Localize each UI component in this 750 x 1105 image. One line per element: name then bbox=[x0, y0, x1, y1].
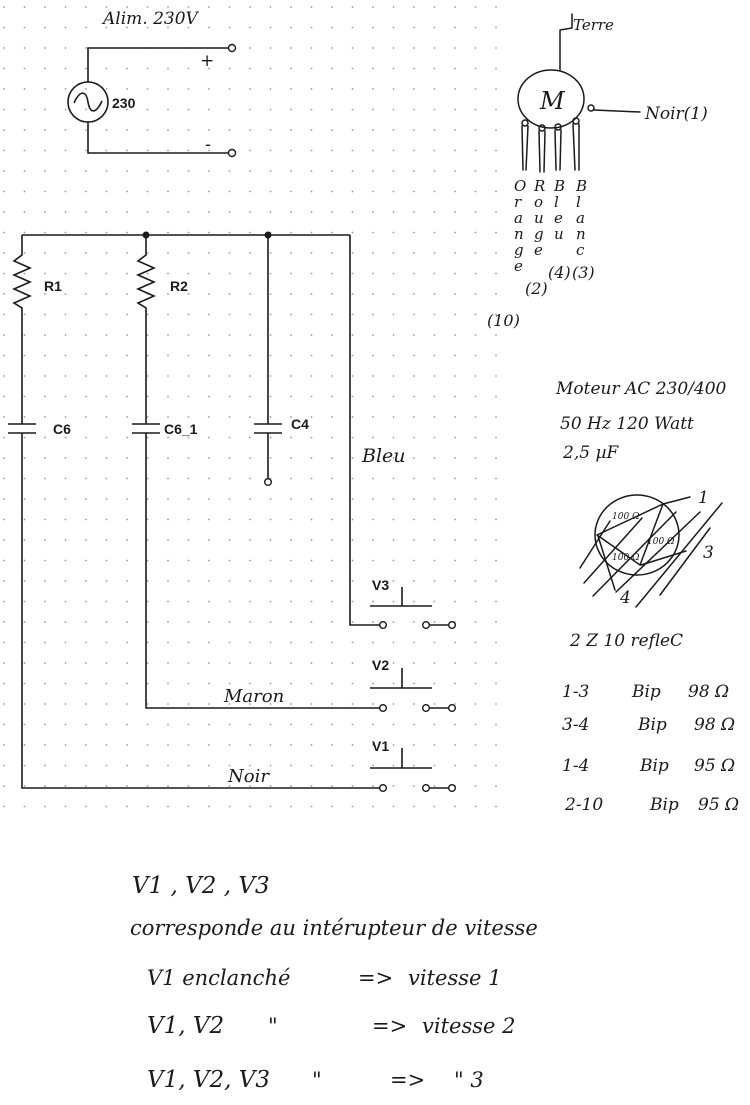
switch-v3[interactable]: V3 bbox=[370, 577, 457, 630]
wire-column-letter: e bbox=[534, 241, 543, 259]
wire-column-letter: l bbox=[576, 193, 581, 211]
measure-4-pair: 2-10 bbox=[564, 795, 603, 815]
note-switch-list: V1 , V2 , V3 bbox=[132, 873, 270, 899]
measure-4-result: Bip bbox=[649, 795, 679, 815]
measure-3-pair: 1-4 bbox=[562, 756, 589, 776]
measurements-table: 1-3 Bip 98 Ω 3-4 Bip 98 Ω 1-4 Bip 95 Ω 2… bbox=[562, 682, 739, 815]
measure-1-value: 98 Ω bbox=[688, 682, 729, 702]
earth-label: Terre bbox=[573, 16, 614, 34]
winding-res-2: 100 Ω bbox=[647, 537, 675, 547]
plus-terminal[interactable] bbox=[227, 43, 237, 53]
wire-column-number: (4) bbox=[548, 263, 571, 282]
note-row-2-ditto: " bbox=[268, 1014, 278, 1038]
wire-column-letter: B bbox=[575, 177, 587, 195]
note-row-1-result: vitesse 1 bbox=[408, 966, 501, 990]
minus-label: - bbox=[205, 134, 211, 155]
wire-column-letter: a bbox=[576, 209, 585, 227]
note-row-3-ditto: " bbox=[312, 1068, 322, 1092]
label-c6: C6 bbox=[53, 421, 71, 437]
winding-terminal-4: 4 bbox=[619, 588, 631, 608]
winding-sketch: 100 Ω 100 Ω 100 Ω 1 3 4 2 Z 10 refleC bbox=[569, 488, 723, 651]
source-value: 230 bbox=[112, 95, 136, 111]
measure-1-pair: 1-3 bbox=[562, 682, 589, 702]
switch-v2[interactable]: V2 bbox=[370, 657, 457, 713]
wire-column-letter: g bbox=[534, 225, 544, 243]
note-row-2-result: vitesse 2 bbox=[422, 1014, 515, 1038]
noir-1-label: Noir(1) bbox=[644, 104, 708, 124]
note-row-2-condition: V1, V2 bbox=[147, 1013, 224, 1039]
label-maron: Maron bbox=[223, 686, 284, 707]
wire-column-letter: c bbox=[576, 241, 585, 259]
dot-grid bbox=[0, 0, 505, 810]
wire-column-number: (2) bbox=[525, 279, 548, 298]
switch-v3-label: V3 bbox=[372, 577, 389, 593]
label-noir: Noir bbox=[227, 766, 270, 787]
wire-column-letter: e bbox=[514, 257, 523, 275]
supply-title: Alim. 230V bbox=[101, 9, 200, 29]
label-r2: R2 bbox=[170, 278, 188, 294]
switch-v1-label: V1 bbox=[372, 738, 389, 754]
note-row-1-condition: V1 enclanché bbox=[147, 966, 290, 990]
wire-column-number: (10) bbox=[487, 311, 520, 330]
wire-column-letter: n bbox=[514, 225, 524, 243]
wire-column-letter: n bbox=[576, 225, 586, 243]
motor-spec-3: 2,5 µF bbox=[562, 443, 619, 463]
wire-column-letter: l bbox=[554, 193, 559, 211]
note-row-3-arrow: => bbox=[390, 1068, 425, 1092]
measure-4-value: 95 Ω bbox=[698, 795, 739, 815]
motor-spec-2: 50 Hz 120 Watt bbox=[560, 414, 694, 434]
plus-label: + bbox=[200, 51, 214, 71]
switch-v2-label: V2 bbox=[372, 657, 389, 673]
wire-column-number: (3) bbox=[572, 263, 595, 282]
measure-2-pair: 3-4 bbox=[562, 715, 589, 735]
note-row-3-condition: V1, V2, V3 bbox=[147, 1067, 270, 1093]
wire-column-letter: e bbox=[554, 209, 563, 227]
measure-1-result: Bip bbox=[631, 682, 661, 702]
minus-terminal[interactable] bbox=[227, 148, 237, 158]
wire-column-letter: u bbox=[534, 209, 544, 227]
wire-column-letter: B bbox=[553, 177, 565, 195]
label-c4: C4 bbox=[291, 416, 309, 432]
note-description: corresponde au intérupteur de vitesse bbox=[130, 916, 538, 940]
measure-2-value: 98 Ω bbox=[694, 715, 735, 735]
motor-spec-1: Moteur AC 230/400 bbox=[555, 379, 727, 399]
circuit: R1 C6 R2 C6_1 C4 Bleu Maron Noir bbox=[8, 231, 406, 789]
wire-column-letter: R bbox=[533, 177, 545, 195]
winding-res-3: 100 Ω bbox=[612, 553, 640, 563]
note-row-2-arrow: => bbox=[372, 1014, 407, 1038]
label-bleu: Bleu bbox=[361, 445, 406, 467]
note-row-3-result: " 3 bbox=[454, 1068, 484, 1092]
wire-column-letter: g bbox=[514, 241, 524, 259]
measure-3-value: 95 Ω bbox=[694, 756, 735, 776]
wire-column-letter: O bbox=[514, 177, 526, 195]
winding-subtitle: 2 Z 10 refleC bbox=[569, 631, 683, 651]
note-row-1-arrow: => bbox=[358, 966, 393, 990]
switch-v1[interactable]: V1 bbox=[370, 738, 457, 793]
wire-column-letter: u bbox=[554, 225, 564, 243]
wire-column-letter: r bbox=[514, 193, 522, 211]
wire-column-letter: o bbox=[534, 193, 543, 211]
winding-terminal-1: 1 bbox=[698, 488, 709, 508]
wire-column-letter: a bbox=[514, 209, 523, 227]
measure-2-result: Bip bbox=[637, 715, 667, 735]
label-c6-1: C6_1 bbox=[164, 421, 198, 437]
ac-source: 230 bbox=[67, 47, 230, 154]
speed-notes: V1 , V2 , V3 corresponde au intérupteur … bbox=[130, 873, 538, 1093]
motor-m: M bbox=[539, 87, 566, 115]
motor-symbol: Terre M Noir(1) bbox=[517, 13, 708, 173]
measure-3-result: Bip bbox=[639, 756, 669, 776]
winding-res-1: 100 Ω bbox=[612, 512, 640, 522]
label-r1: R1 bbox=[44, 278, 62, 294]
winding-terminal-3: 3 bbox=[703, 543, 714, 563]
